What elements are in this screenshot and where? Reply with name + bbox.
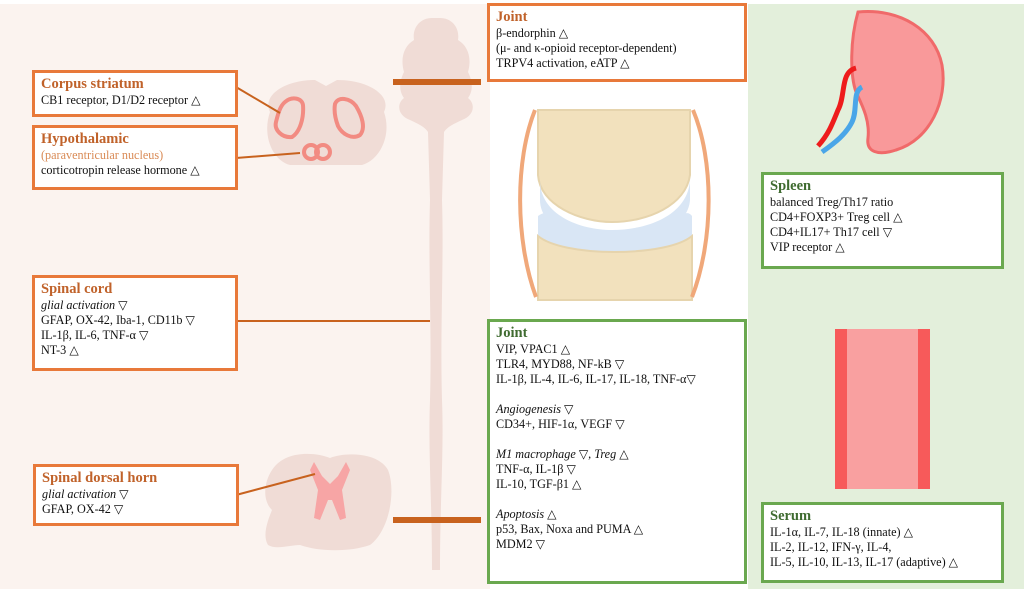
connector-corpus-striatum <box>235 86 281 114</box>
joint-immune-box: Joint VIP, VPAC1 △ TLR4, MYD88, NF-kB ▽ … <box>487 319 747 584</box>
spinal-cord-line: NT-3 △ <box>41 343 79 357</box>
spinal-cord-line: IL-1β, IL-6, TNF-α ▽ <box>41 328 149 342</box>
connector-dorsal-horn <box>235 473 316 496</box>
corpus-striatum-line: CB1 receptor, D1/D2 receptor △ <box>41 93 201 107</box>
spinal-cord-glial-line: glial activation ▽ <box>41 298 128 312</box>
macrophage-line: TNF-α, IL-1β ▽ <box>496 462 576 476</box>
spleen-title: Spleen <box>770 178 812 194</box>
corpus-striatum-title: Corpus striatum <box>41 76 144 92</box>
corpus-striatum-box: Corpus striatum CB1 receptor, D1/D2 rece… <box>32 70 238 117</box>
spinal-cord-line: GFAP, OX-42, Iba-1, CD11b ▽ <box>41 313 195 327</box>
serum-box: Serum IL-1α, IL-7, IL-18 (innate) △ IL-2… <box>761 502 1004 583</box>
joint-neuro-title: Joint <box>496 9 528 25</box>
hypothalamic-subtitle: (paraventricular nucleus) <box>41 148 164 162</box>
joint-immune-title: Joint <box>496 325 528 341</box>
marker-bar-brainstem <box>393 79 481 85</box>
blood-vessel-illustration <box>835 329 930 489</box>
spinal-cord-box: Spinal cord glial activation ▽ GFAP, OX-… <box>32 275 238 371</box>
hypothalamic-title: Hypothalamic <box>41 131 129 147</box>
spleen-line: balanced Treg/Th17 ratio <box>770 195 894 209</box>
hypothalamic-line: corticotropin release hormone △ <box>41 163 200 177</box>
dorsal-horn-line: GFAP, OX-42 ▽ <box>42 502 124 516</box>
connector-lines <box>235 86 430 496</box>
apoptosis-line: p53, Bax, Noxa and PUMA △ <box>496 522 644 536</box>
spinal-dorsal-horn-box: Spinal dorsal horn glial activation ▽ GF… <box>33 464 239 526</box>
joint-immune-line: TLR4, MYD88, NF-kB ▽ <box>496 357 625 371</box>
spinal-cord-title: Spinal cord <box>41 281 113 297</box>
dorsal-horn-glial-line: glial activation ▽ <box>42 487 129 501</box>
macrophage-line: IL-10, TGF-β1 △ <box>496 477 582 491</box>
joint-immune-line: VIP, VPAC1 △ <box>496 342 571 356</box>
joint-neuro-line: β-endorphin △ <box>496 26 569 40</box>
spleen-line: CD4+IL17+ Th17 cell ▽ <box>770 225 893 239</box>
connector-hypothalamic <box>235 152 301 159</box>
apoptosis-heading: Apoptosis △ <box>496 507 557 521</box>
marker-bar-lumbar <box>393 517 481 523</box>
apoptosis-line: MDM2 ▽ <box>496 537 545 551</box>
joint-immune-line: IL-1β, IL-4, IL-6, IL-17, IL-18, TNF-α▽ <box>496 372 696 386</box>
spleen-illustration <box>816 10 945 155</box>
angiogenesis-heading: Angiogenesis ▽ <box>496 402 574 416</box>
spinal-column-illustration <box>399 18 473 570</box>
brain-section-illustration <box>267 80 387 165</box>
angiogenesis-line: CD34+, HIF-1α, VEGF ▽ <box>496 417 625 431</box>
spinal-dorsal-horn-title: Spinal dorsal horn <box>42 470 158 486</box>
macrophage-heading: M1 macrophage ▽, Treg △ <box>496 447 629 461</box>
hypothalamic-box: Hypothalamic (paraventricular nucleus) c… <box>32 125 238 190</box>
spinal-cross-section-illustration <box>265 453 392 551</box>
serum-title: Serum <box>770 508 812 524</box>
serum-line: IL-5, IL-10, IL-13, IL-17 (adaptive) △ <box>770 555 959 569</box>
serum-line: IL-1α, IL-7, IL-18 (innate) △ <box>770 525 913 539</box>
serum-line: IL-2, IL-12, IFN-γ, IL-4, <box>770 540 892 554</box>
spleen-line: CD4+FOXP3+ Treg cell △ <box>770 210 903 224</box>
spleen-box: Spleen balanced Treg/Th17 ratio CD4+FOXP… <box>761 172 1004 269</box>
joint-neuro-line: TRPV4 activation, eATP △ <box>496 56 630 70</box>
spleen-line: VIP receptor △ <box>770 240 845 254</box>
joint-illustration <box>518 109 711 301</box>
joint-neuro-line: (μ- and κ-opioid receptor-dependent) <box>496 41 677 55</box>
joint-neuro-box: Joint β-endorphin △ (μ- and κ-opioid rec… <box>487 3 747 82</box>
